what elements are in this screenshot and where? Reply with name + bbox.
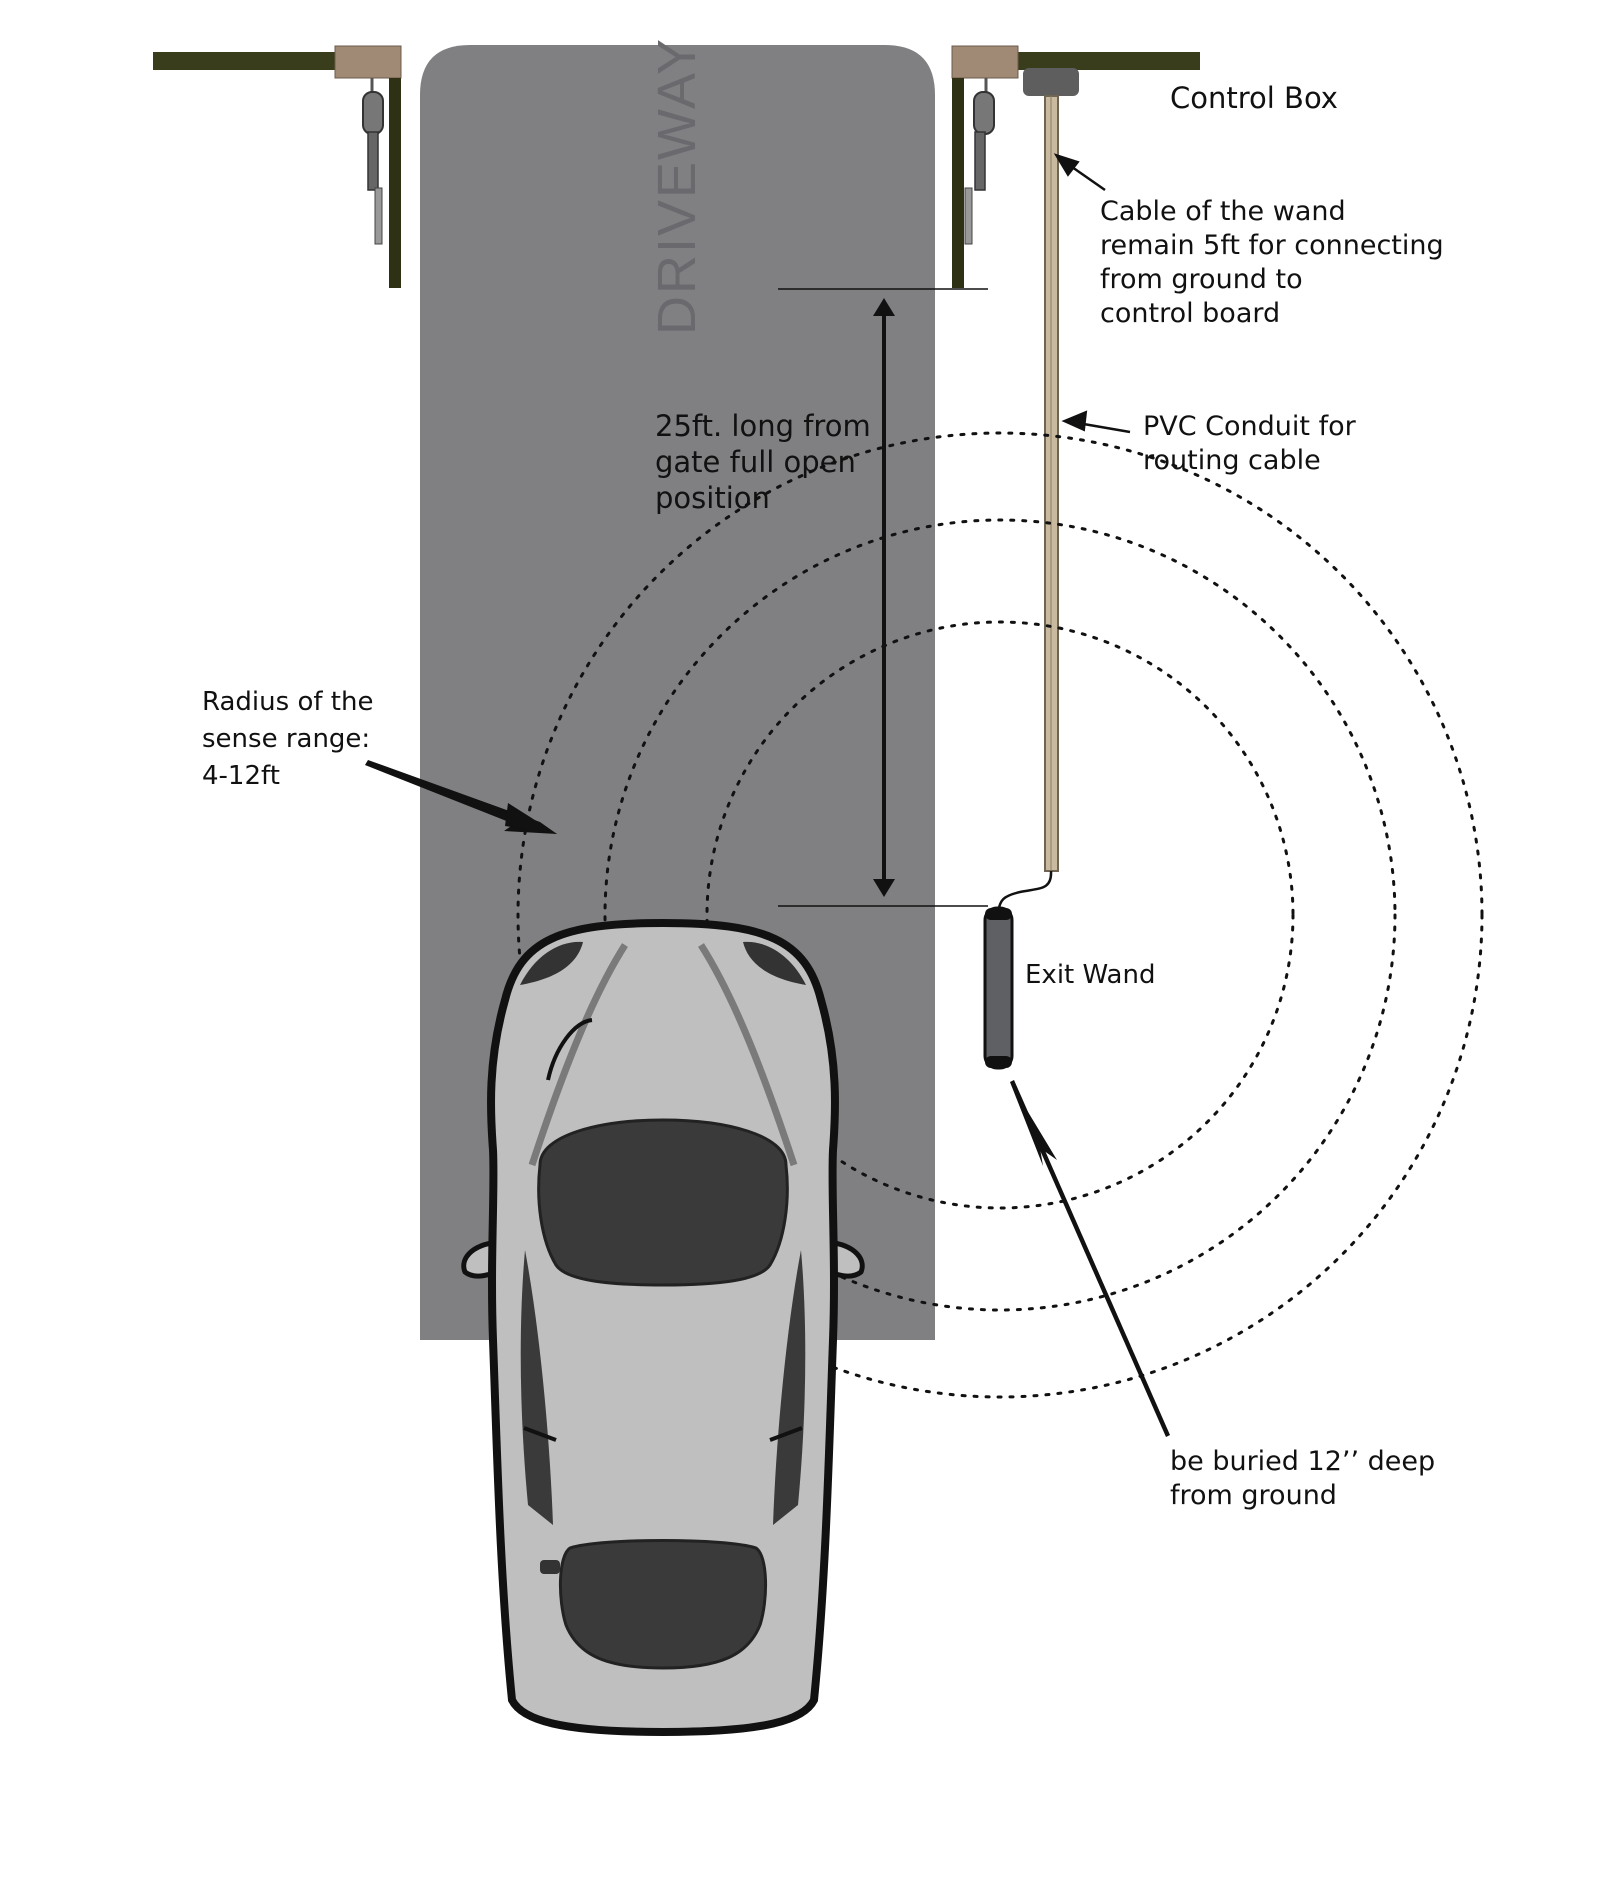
control-box-label: Control Box [1170, 81, 1338, 115]
svg-text:gate full open: gate full open [655, 445, 856, 479]
exit-wand-label: Exit Wand [1025, 960, 1155, 990]
buried-note: be buried 12’’ deep from ground [1170, 1446, 1435, 1511]
left-gate-opener-icon [153, 45, 402, 288]
svg-text:remain 5ft for connecting: remain 5ft for connecting [1100, 230, 1444, 261]
svg-text:routing cable: routing cable [1143, 445, 1321, 476]
wand-cable [996, 870, 1053, 913]
svg-text:PVC Conduit for: PVC Conduit for [1143, 411, 1357, 442]
cable-note: Cable of the wand remain 5ft for connect… [1100, 196, 1444, 329]
svg-text:Cable of the wand: Cable of the wand [1100, 196, 1346, 227]
pvc-conduit [1044, 95, 1059, 872]
distance-dimension [778, 288, 988, 907]
svg-text:4-12ft: 4-12ft [202, 761, 280, 791]
svg-text:from ground to: from ground to [1100, 264, 1303, 295]
svg-text:control board: control board [1100, 298, 1280, 329]
right-gate-opener-icon [951, 45, 1200, 288]
car-top-view-icon [461, 918, 865, 1737]
conduit-note: PVC Conduit for routing cable [1143, 411, 1357, 476]
exit-wand-icon [983, 906, 1014, 1070]
svg-text:25ft. long from: 25ft. long from [655, 409, 871, 443]
svg-text:be buried 12’’ deep: be buried 12’’ deep [1170, 1446, 1435, 1477]
radius-note: Radius of the sense range: 4-12ft [202, 687, 373, 791]
svg-text:from ground: from ground [1170, 1480, 1337, 1511]
svg-text:sense range:: sense range: [202, 724, 370, 754]
annotation-arrows [365, 153, 1170, 1437]
svg-text:Radius of the: Radius of the [202, 687, 373, 717]
control-box-icon [1023, 68, 1079, 96]
svg-text:position: position [655, 481, 770, 515]
driveway-label: DRIVEWAY [647, 37, 707, 335]
distance-note: 25ft. long from gate full open position [655, 409, 871, 515]
sense-range-rings [516, 431, 1484, 1399]
